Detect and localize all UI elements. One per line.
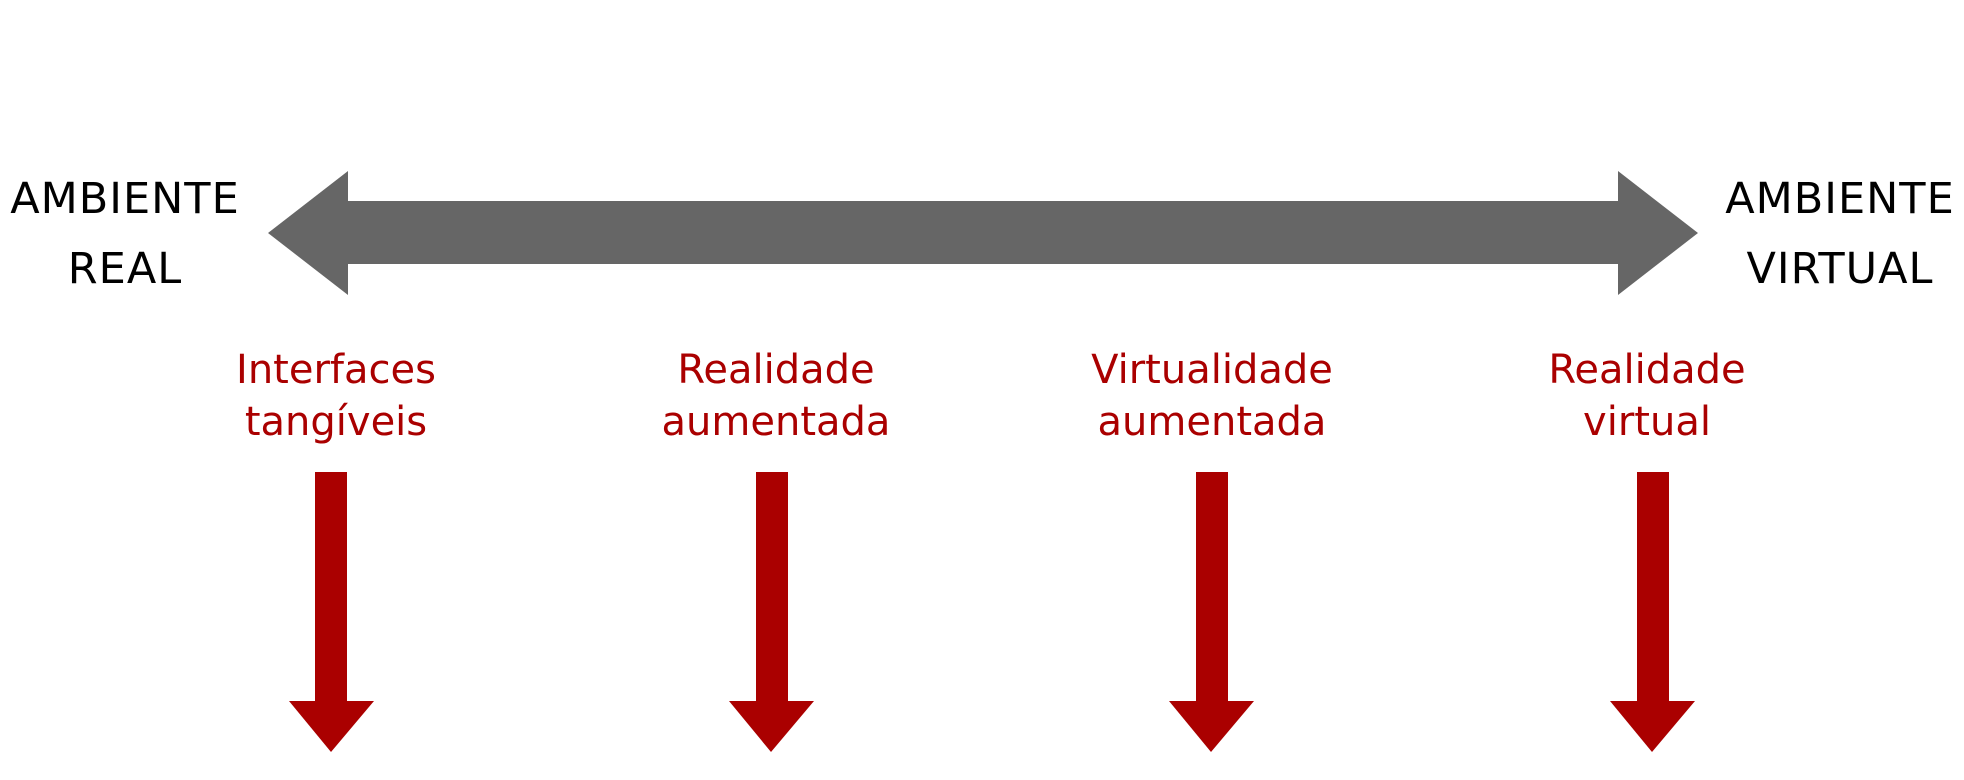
- double-headed-axis-arrow: [268, 171, 1698, 295]
- real-environment-label: AMBIENTE REAL: [0, 164, 255, 304]
- category-label-line1: Interfaces: [236, 347, 436, 393]
- category-label-line2: tangíveis: [244, 399, 428, 445]
- real-environment-line1: AMBIENTE: [10, 174, 240, 224]
- virtual-environment-label: AMBIENTE VIRTUAL: [1710, 164, 1964, 304]
- virtual-environment-line2: VIRTUAL: [1746, 244, 1934, 294]
- category-label-tangible-interfaces: Interfaces tangíveis: [166, 344, 506, 448]
- down-arrow-3: [1610, 472, 1695, 752]
- real-environment-line2: REAL: [67, 244, 183, 294]
- category-label-virtual-reality: Realidade virtual: [1477, 344, 1817, 448]
- category-label-line1: Realidade: [1548, 347, 1746, 393]
- virtual-environment-line1: AMBIENTE: [1725, 174, 1955, 224]
- down-arrow-0: [289, 472, 374, 752]
- category-label-line1: Realidade: [677, 347, 875, 393]
- category-label-augmented-virtuality: Virtualidade aumentada: [1042, 344, 1382, 448]
- category-label-line2: aumentada: [1097, 399, 1327, 445]
- category-label-line1: Virtualidade: [1091, 347, 1333, 393]
- down-arrow-1: [729, 472, 814, 752]
- category-label-line2: virtual: [1583, 399, 1711, 445]
- category-label-line2: aumentada: [661, 399, 891, 445]
- category-label-augmented-reality: Realidade aumentada: [606, 344, 946, 448]
- down-arrow-2: [1169, 472, 1254, 752]
